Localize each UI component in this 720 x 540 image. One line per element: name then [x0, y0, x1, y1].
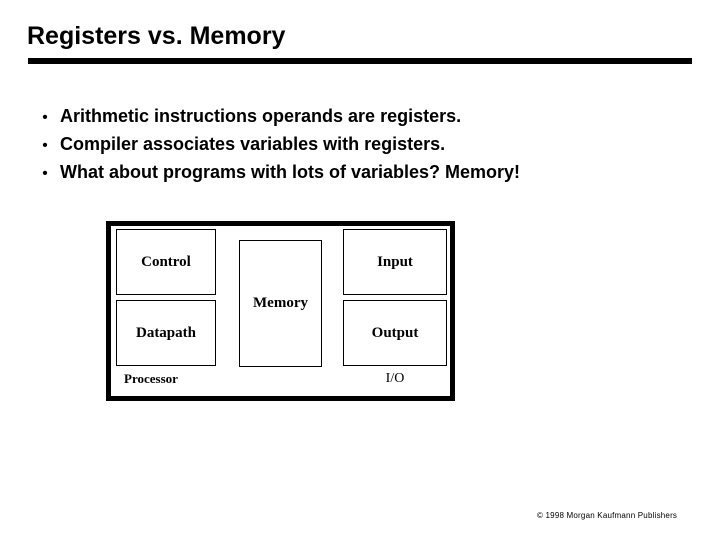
list-item: • What about programs with lots of varia… — [30, 162, 670, 190]
list-item-label: Compiler associates variables with regis… — [60, 134, 446, 154]
diagram-box-output: Output — [343, 300, 447, 366]
list-item-label: What about programs with lots of variabl… — [60, 162, 521, 182]
diagram-label-io: I/O — [385, 371, 405, 386]
list-item: • Compiler associates variables with reg… — [30, 134, 670, 162]
bullet-dot-icon: • — [42, 109, 48, 126]
computer-organization-diagram: Control Datapath Memory Input Output Pro… — [106, 221, 455, 401]
page-title: Registers vs. Memory — [27, 22, 286, 50]
diagram-box-memory: Memory — [239, 240, 322, 367]
bullet-dot-icon: • — [42, 165, 48, 182]
title-underline-rule — [28, 58, 692, 64]
diagram-box-control: Control — [116, 229, 216, 295]
list-item-label: Arithmetic instructions operands are reg… — [60, 106, 462, 126]
bullet-list: • Arithmetic instructions operands are r… — [30, 106, 670, 190]
list-item: • Arithmetic instructions operands are r… — [30, 106, 670, 134]
diagram-box-datapath: Datapath — [116, 300, 216, 366]
copyright-notice: © 1998 Morgan Kaufmann Publishers — [537, 511, 678, 520]
bullet-dot-icon: • — [42, 137, 48, 154]
diagram-label-processor: Processor — [124, 371, 178, 386]
diagram-box-input: Input — [343, 229, 447, 295]
